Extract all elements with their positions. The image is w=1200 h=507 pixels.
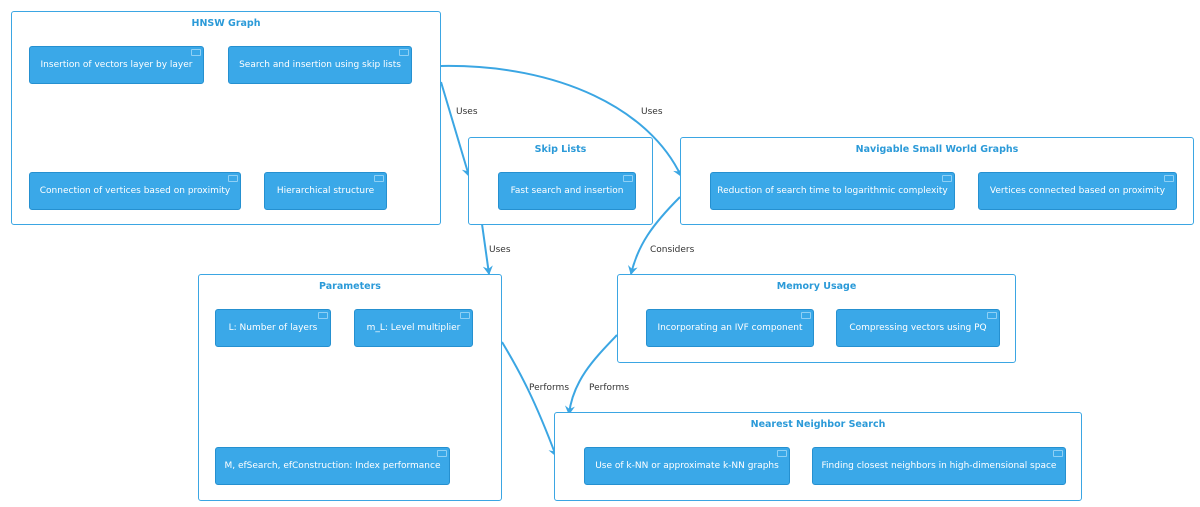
component-label: Compressing vectors using PQ [849, 323, 987, 333]
component-label: Incorporating an IVF component [657, 323, 803, 333]
package-parameters: Parameters L: Number of layers m_L: Leve… [198, 274, 502, 501]
package-title: Navigable Small World Graphs [855, 144, 1019, 155]
component-compressing-vectors-pq[interactable]: Compressing vectors using PQ [836, 309, 1000, 347]
edge-label-skip-params: Uses [489, 245, 511, 255]
component-icon [1053, 450, 1063, 457]
component-label: m_L: Level multiplier [366, 323, 461, 333]
package-hnsw-graph: HNSW Graph Insertion of vectors layer by… [11, 11, 441, 225]
edge-label-memory-nns: Performs [589, 383, 630, 393]
component-icon [437, 450, 447, 457]
edge-hnsw-to-skip-lists [440, 81, 472, 177]
component-icon [399, 49, 409, 56]
component-icon [374, 175, 384, 182]
edge-label-nsw-memory: Considers [650, 245, 695, 255]
component-label: Use of k-NN or approximate k-NN graphs [595, 461, 779, 471]
component-icon [777, 450, 787, 457]
component-reduction-of-search-time[interactable]: Reduction of search time to logarithmic … [710, 172, 955, 210]
component-label: Fast search and insertion [510, 186, 624, 196]
component-icon [228, 175, 238, 182]
component-label: Search and insertion using skip lists [239, 60, 401, 70]
component-icon [987, 312, 997, 319]
component-label: Vertices connected based on proximity [989, 186, 1166, 196]
component-label: Insertion of vectors layer by layer [40, 60, 193, 70]
component-icon [942, 175, 952, 182]
edge-label-hnsw-skip: Uses [456, 107, 478, 117]
edge-parameters-to-nns [501, 341, 558, 457]
component-label: M, efSearch, efConstruction: Index perfo… [224, 461, 441, 471]
component-label: Connection of vertices based on proximit… [39, 186, 231, 196]
component-insertion-layer-by-layer[interactable]: Insertion of vectors layer by layer [29, 46, 204, 84]
package-nearest-neighbor-search: Nearest Neighbor Search Use of k-NN or a… [554, 412, 1082, 501]
component-knn-graphs[interactable]: Use of k-NN or approximate k-NN graphs [584, 447, 790, 485]
component-label: Finding closest neighbors in high-dimens… [821, 461, 1057, 471]
package-navigable-small-world-graphs: Navigable Small World Graphs Reduction o… [680, 137, 1194, 225]
component-icon [460, 312, 470, 319]
component-hierarchical-structure[interactable]: Hierarchical structure [264, 172, 387, 210]
component-ivf-component[interactable]: Incorporating an IVF component [646, 309, 814, 347]
edge-label-hnsw-nsw: Uses [641, 107, 663, 117]
component-icon [191, 49, 201, 56]
package-skip-lists: Skip Lists Fast search and insertion [468, 137, 653, 225]
package-title: HNSW Graph [191, 18, 261, 29]
edge-nsw-to-memory-usage [628, 196, 681, 275]
component-connection-of-vertices[interactable]: Connection of vertices based on proximit… [29, 172, 241, 210]
package-memory-usage: Memory Usage Incorporating an IVF compon… [617, 274, 1016, 363]
edge-label-params-nns: Performs [529, 383, 570, 393]
component-vertices-connected[interactable]: Vertices connected based on proximity [978, 172, 1177, 210]
component-label: Reduction of search time to logarithmic … [717, 186, 948, 196]
component-search-insertion-skip-lists[interactable]: Search and insertion using skip lists [228, 46, 412, 84]
component-finding-closest-neighbors[interactable]: Finding closest neighbors in high-dimens… [812, 447, 1066, 485]
component-icon [623, 175, 633, 182]
package-title: Skip Lists [534, 144, 587, 155]
component-icon [1164, 175, 1174, 182]
component-level-multiplier[interactable]: m_L: Level multiplier [354, 309, 473, 347]
package-title: Memory Usage [776, 281, 857, 292]
component-fast-search-insertion[interactable]: Fast search and insertion [498, 172, 636, 210]
package-title: Nearest Neighbor Search [750, 419, 886, 430]
component-label: L: Number of layers [228, 323, 318, 333]
component-index-performance[interactable]: M, efSearch, efConstruction: Index perfo… [215, 447, 450, 485]
package-title: Parameters [319, 281, 381, 292]
component-label: Hierarchical structure [276, 186, 375, 196]
edge-hnsw-to-nsw [440, 64, 683, 177]
component-icon [318, 312, 328, 319]
edge-memory-to-nns [564, 334, 618, 415]
component-number-of-layers[interactable]: L: Number of layers [215, 309, 331, 347]
component-icon [801, 312, 811, 319]
edge-skip-lists-to-parameters [481, 223, 493, 275]
